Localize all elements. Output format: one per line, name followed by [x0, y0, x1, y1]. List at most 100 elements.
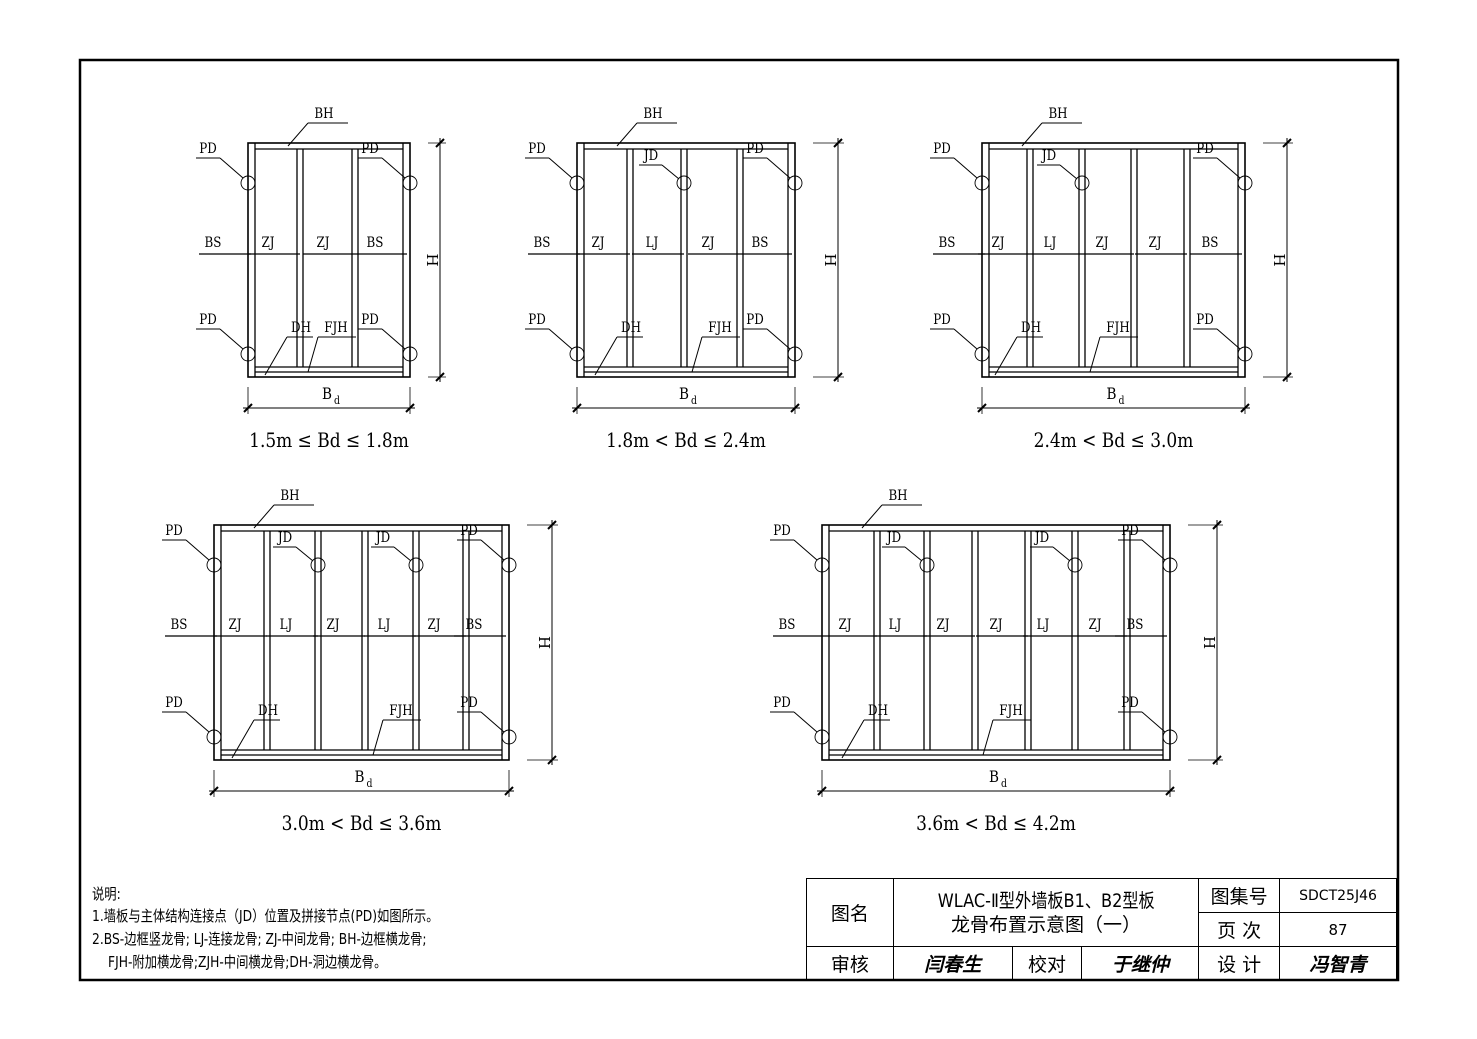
member-label: BS [205, 235, 222, 251]
atlas-no-label: 图集号 [1198, 878, 1281, 913]
pd-label: PD [1121, 523, 1139, 539]
member-label: ZJ [701, 235, 714, 251]
member-label: BS [367, 235, 384, 251]
panel-frame [213, 524, 510, 761]
panel-frame [981, 142, 1246, 378]
splice-node-pd-circle [787, 175, 803, 191]
dim-tick [504, 786, 514, 796]
fjh-label: FJH [389, 703, 412, 719]
jd-label: JD [374, 530, 390, 546]
height-label: H [1200, 636, 1218, 649]
member-label: LJ [1037, 617, 1050, 633]
connection-node-jd-circle [919, 557, 935, 573]
dim-tick [209, 786, 219, 796]
panel-caption: 1.5m ≤ Bd ≤ 1.8m [249, 430, 409, 453]
splice-node-pd-circle [501, 729, 517, 745]
drawing-name-label: 图名 [806, 878, 894, 947]
member-label: ZJ [936, 617, 949, 633]
member-label: ZJ [228, 617, 241, 633]
pd-label: PD [528, 141, 546, 157]
panel-caption: 3.0m < Bd ≤ 3.6m [282, 813, 442, 836]
pd-leader [766, 157, 791, 179]
connection-node-jd-circle [408, 557, 424, 573]
member-label: BS [534, 235, 551, 251]
jd-label: JD [1040, 148, 1056, 164]
jd-leader [904, 546, 923, 562]
drawing-name: WLAC-Ⅱ型外墙板B1、B2型板 龙骨布置示意图（一） [892, 878, 1200, 947]
member-label: BS [779, 617, 796, 633]
jd-leader [295, 546, 314, 562]
pd-label: PD [528, 312, 546, 328]
review-signature: 闫春生 [892, 946, 1013, 980]
notes-heading: 说明: [92, 885, 121, 903]
panel-caption: 2.4m < Bd ≤ 3.0m [1034, 430, 1194, 453]
fjh-label: FJH [999, 703, 1022, 719]
dim-tick [817, 786, 827, 796]
member-label: ZJ [427, 617, 440, 633]
width-subscript: d [1119, 395, 1125, 407]
member-label: LJ [889, 617, 902, 633]
fjh-leader [307, 336, 319, 373]
width-subscript: d [1001, 778, 1007, 790]
width-subscript: d [691, 395, 697, 407]
dim-tick [833, 372, 843, 382]
check-label: 校对 [1011, 946, 1083, 980]
dim-tick [547, 520, 557, 530]
member-label: BS [466, 617, 483, 633]
dim-tick [1212, 520, 1222, 530]
dim-tick [1212, 755, 1222, 765]
connection-node-jd-circle [1067, 557, 1083, 573]
pd-label: PD [773, 695, 791, 711]
dim-tick [977, 403, 987, 413]
member-label: BS [939, 235, 956, 251]
fjh-leader [372, 719, 384, 756]
member-label: LJ [280, 617, 293, 633]
dim-tick [1282, 138, 1292, 148]
jd-leader [1052, 546, 1071, 562]
pd-leader [381, 328, 406, 350]
width-label: B [355, 768, 365, 786]
pd-leader [480, 539, 505, 561]
dh-label: DH [868, 703, 888, 719]
title-block: 图名 WLAC-Ⅱ型外墙板B1、B2型板 龙骨布置示意图（一） 图集号 SDCT… [806, 878, 1397, 980]
review-label: 审核 [806, 946, 894, 980]
jd-leader [661, 164, 680, 180]
check-signature: 于继仲 [1081, 946, 1200, 980]
splice-node-pd-circle [206, 557, 222, 573]
panel-caption: 1.8m < Bd ≤ 2.4m [606, 430, 766, 453]
notes-line-1: 1.墙板与主体结构连接点（JD）位置及拼接节点(PD)如图所示。 [92, 907, 439, 925]
pd-leader [548, 328, 573, 350]
pd-label: PD [460, 695, 478, 711]
panel-frame [821, 524, 1171, 761]
splice-node-pd-circle [569, 175, 585, 191]
member-label: ZJ [591, 235, 604, 251]
pd-leader [185, 539, 210, 561]
member-label: ZJ [1095, 235, 1108, 251]
fjh-label: FJH [324, 320, 347, 336]
jd-label: JD [1033, 530, 1049, 546]
dim-tick [572, 403, 582, 413]
member-label: BS [171, 617, 188, 633]
dh-label: DH [291, 320, 311, 336]
dim-tick [547, 755, 557, 765]
splice-node-pd-circle [974, 175, 990, 191]
splice-node-pd-circle [814, 729, 830, 745]
panel-frame [247, 142, 411, 378]
pd-label: PD [361, 312, 379, 328]
splice-node-pd-circle [402, 346, 418, 362]
page-number: 87 [1279, 912, 1397, 947]
member-label: BS [1202, 235, 1219, 251]
member-label: LJ [646, 235, 659, 251]
pd-leader [1216, 157, 1241, 179]
dh-label: DH [1021, 320, 1041, 336]
sheet-border [78, 58, 1400, 982]
pd-label: PD [165, 523, 183, 539]
atlas-no: SDCT25J46 [1279, 878, 1397, 913]
width-label: B [989, 768, 999, 786]
bh-label: BH [280, 488, 299, 504]
splice-node-pd-circle [814, 557, 830, 573]
pd-label: PD [199, 312, 217, 328]
pd-leader [381, 157, 406, 179]
